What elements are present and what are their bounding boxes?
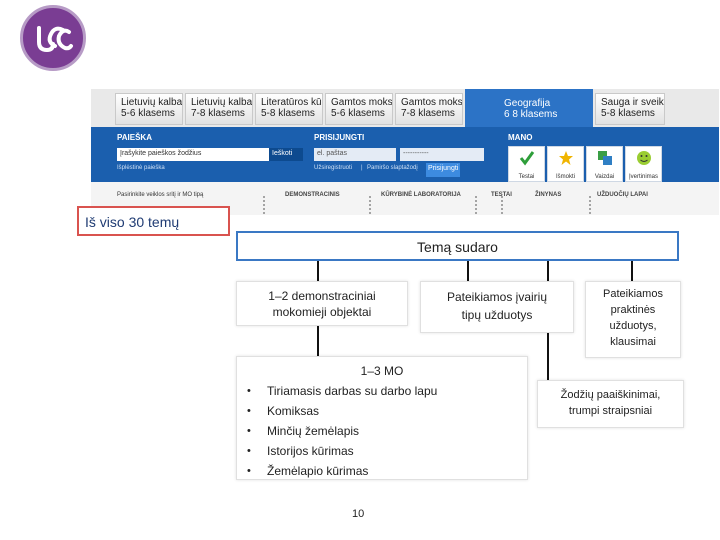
menu-item-kurybine-laboratorija[interactable]: KŪRYBINĖ LABORATORIJA (381, 192, 461, 198)
mano-images-button[interactable]: Vaizdai (586, 146, 623, 182)
tab-title: Geografija (504, 98, 551, 109)
email-field[interactable]: el. paštas (314, 148, 396, 161)
tab-subtitle: 6 8 klasems (504, 109, 558, 120)
bullet: • (247, 465, 251, 477)
menu-item-demonstracinis[interactable]: DEMONSTRACINIS (285, 192, 340, 198)
menu-item-testai[interactable]: TESTAI (491, 192, 512, 198)
list-item-text: Žemėlapio kūrimas (267, 464, 369, 478)
mano-item-label: Testai (518, 174, 535, 180)
register-link[interactable]: Užsiregistruoti (314, 165, 353, 171)
bullet: • (247, 405, 251, 417)
list-item: • Žemėlapio kūrimas (247, 461, 437, 481)
mano-item-label: Įvertinimas (628, 174, 658, 180)
practical-line: praktinės (610, 304, 656, 316)
practical-line: užduotys, (609, 320, 657, 332)
tab-title: Literatūros kūr (261, 97, 323, 108)
glossary-box: Žodžių paaiškinimai, trumpi straipsniai (537, 380, 684, 428)
tasks-line: tipų užduotys (461, 308, 533, 322)
menu-hint: Pasirinkite veiklos sritį ir MO tipą (117, 192, 204, 198)
bullet: • (247, 445, 251, 457)
tasks-line: Pateikiamos įvairių (446, 290, 548, 304)
glossary-line: Žodžių paaiškinimai, (560, 389, 661, 401)
tab-gamtos-7-8[interactable]: Gamtos moksl 7-8 klasems (395, 93, 463, 125)
advanced-search-link[interactable]: Išplėstinė paieška (117, 165, 165, 171)
task-types-box: Pateikiamos įvairių tipų užduotys (420, 281, 574, 333)
tab-subtitle: 5-8 klasems (261, 108, 315, 119)
login-label: PRISIJUNGTI (314, 133, 365, 142)
glossary-line: trumpi straipsniai (568, 405, 653, 417)
demo-line: mokomieji objektai (272, 305, 372, 319)
tab-subtitle: 5-8 klasems (601, 108, 655, 119)
forgot-password-link[interactable]: Pamiršo slaptažodį (367, 165, 418, 171)
tab-geografija[interactable]: Geografija 6 8 klasems (465, 89, 593, 127)
topic-composition-box: Temą sudaro (236, 231, 679, 261)
tab-title: Gamtos moksl (401, 97, 463, 108)
top-bar: PAIEŠKA Įrašykite paieškos žodžius Ieško… (91, 127, 719, 182)
demo-objects-box: 1–2 demonstraciniai mokomieji objektai (236, 281, 408, 326)
practical-line: klausimai (610, 336, 656, 348)
list-item: • Istorijos kūrimas (247, 441, 437, 461)
list-item: • Komiksas (247, 401, 437, 421)
logo-mark (37, 26, 73, 53)
subject-tabs: Lietuvių kalba 5-6 klasems Lietuvių kalb… (91, 89, 719, 127)
tab-lietuviu-5-6[interactable]: Lietuvių kalba 5-6 klasems (115, 93, 183, 125)
logo (20, 5, 86, 71)
star-icon (559, 151, 573, 165)
bullet: • (247, 425, 251, 437)
tab-subtitle: 5-6 klasems (121, 108, 175, 119)
menu-item-zinynas[interactable]: ŽINYNAS (535, 192, 562, 198)
tab-literaturos[interactable]: Literatūros kūr 5-8 klasems (255, 93, 323, 125)
website-screenshot: Lietuvių kalba 5-6 klasems Lietuvių kalb… (91, 89, 719, 215)
page-number: 10 (352, 508, 365, 520)
mano-rating-button[interactable]: Įvertinimas (625, 146, 662, 182)
search-label: PAIEŠKA (117, 133, 152, 142)
mano-item-label: Vaizdai (594, 174, 615, 180)
password-field[interactable]: ----------- (400, 148, 484, 161)
list-item-text: Istorijos kūrimas (267, 444, 354, 458)
practical-line: Pateikiamos (603, 288, 663, 300)
tab-gamtos-5-6[interactable]: Gamtos moksl 5-6 klasems (325, 93, 393, 125)
check-icon (519, 151, 535, 166)
total-topics-box: Iš viso 30 temų (77, 206, 230, 236)
tab-sauga[interactable]: Sauga ir sveik 5-8 klasems (595, 93, 665, 125)
mo-list: • Tiriamasis darbas su darbo lapu • Komiks… (247, 381, 437, 481)
mano-tests-button[interactable]: Testai (508, 146, 545, 182)
search-button[interactable]: Ieškoti (269, 148, 303, 161)
mo-title: 1–3 MO (360, 364, 404, 378)
list-item-text: Tiriamasis darbas su darbo lapu (267, 384, 438, 398)
link-separator: | (361, 165, 363, 171)
tab-title: Lietuvių kalba (191, 97, 253, 108)
list-item: • Tiriamasis darbas su darbo lapu (247, 381, 437, 401)
mo-list-box: 1–3 MO • Tiriamasis darbas su darbo lapu … (236, 356, 528, 480)
images-icon (598, 151, 612, 165)
bullet: • (247, 385, 251, 397)
list-item-text: Minčių žemėlapis (267, 424, 360, 438)
menu-item-uzduociu-lapai[interactable]: UŽDUOČIŲ LAPAI (597, 192, 648, 198)
smiley-icon (637, 151, 651, 165)
mano-item-label: Išmokti (555, 174, 575, 180)
tab-subtitle: 7-8 klasems (401, 108, 455, 119)
tab-title: Gamtos moksl (331, 97, 393, 108)
tab-title: Sauga ir sveik (601, 97, 664, 108)
demo-line: 1–2 demonstraciniai (268, 289, 376, 303)
tab-title: Lietuvių kalba (121, 97, 183, 108)
login-button[interactable]: Prisijungti (426, 163, 460, 177)
tab-subtitle: 7-8 klasems (191, 108, 245, 119)
tab-lietuviu-7-8[interactable]: Lietuvių kalba 7-8 klasems (185, 93, 253, 125)
tab-subtitle: 5-6 klasems (331, 108, 385, 119)
mano-learned-button[interactable]: Išmokti (547, 146, 584, 182)
list-item: • Minčių žemėlapis (247, 421, 437, 441)
mano-label: MANO (508, 133, 533, 142)
search-input[interactable]: Įrašykite paieškos žodžius (117, 148, 269, 161)
list-item-text: Komiksas (267, 404, 320, 418)
practical-tasks-box: Pateikiamos praktinės užduotys, klausima… (585, 281, 681, 358)
